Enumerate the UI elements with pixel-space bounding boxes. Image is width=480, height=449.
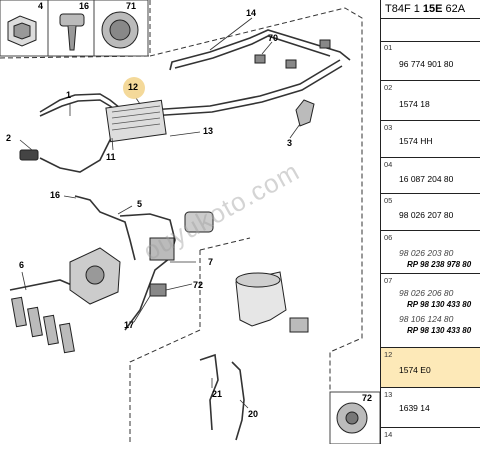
parts-list-panel: T84F 1 15E 62A 01 96 774 901 80 02 1574 …	[380, 0, 480, 444]
part-row-07[interactable]: 07 98 026 206 80 RP 98 130 433 80 98 106…	[381, 274, 480, 348]
part-row-14[interactable]: 14	[381, 428, 480, 444]
part-row-06[interactable]: 06 98 026 203 80 RP 98 238 978 80	[381, 231, 480, 274]
part-row-05[interactable]: 05 98 026 207 80	[381, 194, 480, 231]
callout-7[interactable]: 7	[208, 257, 214, 267]
part-row-03[interactable]: 03 1574 HH	[381, 121, 480, 158]
part-row-04[interactable]: 04 16 087 204 80	[381, 158, 480, 194]
thumb-label-71: 71	[126, 1, 137, 11]
part-replacement: RP 98 130 433 80	[407, 326, 472, 335]
part-reference: 16 087 204 80	[399, 174, 454, 184]
callout-17[interactable]: 17	[124, 320, 135, 330]
part-number-index: 02	[384, 83, 393, 92]
part-number-index: 03	[384, 123, 393, 132]
callout-6[interactable]: 6	[19, 260, 25, 270]
thumb-label-72: 72	[362, 393, 373, 403]
part-row-13[interactable]: 13 1639 14	[381, 388, 480, 428]
part-reference: 98 106 124 80	[399, 314, 454, 324]
callout-12[interactable]: 12	[128, 82, 139, 92]
part-reference: 96 774 901 80	[399, 59, 454, 69]
part-number-index: 06	[384, 233, 393, 242]
callout-3[interactable]: 3	[287, 138, 293, 148]
part-reference: 98 026 203 80	[399, 248, 454, 258]
part-number-index: 05	[384, 196, 393, 205]
callout-5[interactable]: 5	[137, 199, 143, 209]
callout-11[interactable]: 11	[106, 152, 116, 162]
callout-16[interactable]: 16	[50, 190, 61, 200]
part-row-01[interactable]: 01 96 774 901 80	[381, 41, 480, 81]
callout-1[interactable]: 1	[66, 90, 72, 100]
header-suffix: 62A	[442, 3, 466, 15]
part-number-index: 04	[384, 160, 393, 169]
part-reference: 1574 18	[399, 99, 430, 109]
part-number-index: 07	[384, 276, 393, 285]
parts-header: T84F 1 15E 62A	[381, 0, 480, 19]
part-reference: 98 026 207 80	[399, 210, 454, 220]
callout-13[interactable]: 13	[203, 126, 214, 136]
callout-20[interactable]: 20	[248, 409, 259, 419]
part-replacement: RP 98 130 433 80	[407, 300, 472, 309]
part-reference: 1574 E0	[399, 365, 431, 375]
callout-21[interactable]: 21	[212, 389, 223, 399]
part-reference: 1639 14	[399, 403, 430, 413]
part-row-02[interactable]: 02 1574 18	[381, 81, 480, 121]
callout-14[interactable]: 14	[246, 8, 257, 18]
thumb-label-4: 4	[38, 1, 44, 11]
part-reference: 1574 HH	[399, 136, 433, 146]
part-number-index: 13	[384, 390, 393, 399]
header-bold: 15E	[422, 3, 443, 15]
part-replacement: RP 98 238 978 80	[407, 260, 472, 269]
part-row-12-selected[interactable]: 12 1574 E0	[381, 348, 480, 388]
callout-70[interactable]: 70	[268, 33, 279, 43]
callout-72[interactable]: 72	[193, 280, 204, 290]
part-reference: 98 026 206 80	[399, 288, 454, 298]
part-number-index: 14	[384, 430, 393, 439]
thumb-label-16: 16	[79, 1, 90, 11]
header-prefix: T84F 1	[385, 3, 423, 15]
callout-2[interactable]: 2	[6, 133, 12, 143]
exploded-parts-diagram: 4 16 71 72 1 2 3 5 6 7 11 12 13 14 16 17…	[0, 0, 381, 445]
diagram-drawing	[0, 0, 381, 445]
part-number-index: 01	[384, 43, 393, 52]
part-number-index: 12	[384, 350, 393, 359]
parts-header-spacer	[381, 19, 480, 42]
